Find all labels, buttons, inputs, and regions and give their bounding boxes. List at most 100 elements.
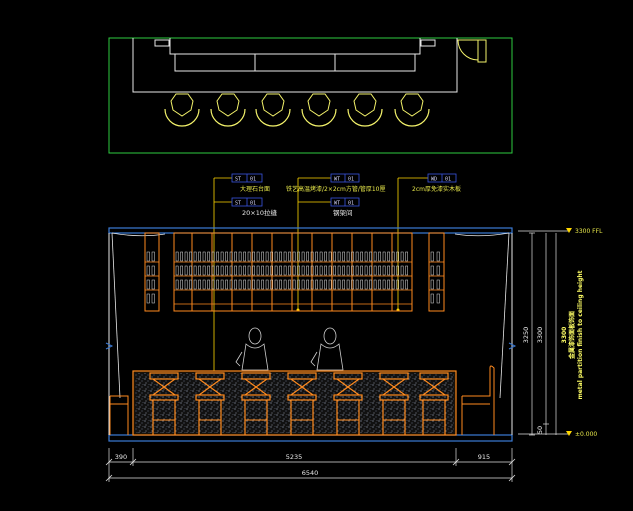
- bottle: [301, 265, 305, 276]
- dim-vertical: 50: [536, 426, 544, 434]
- bottle: [430, 279, 434, 290]
- bottle: [261, 251, 264, 262]
- bottle: [175, 265, 179, 276]
- bottle: [430, 251, 434, 262]
- dim-total: 6540: [302, 469, 319, 477]
- bottle: [247, 251, 251, 262]
- bottle: [151, 251, 155, 262]
- plan-stool-seat: [307, 93, 331, 117]
- plan-stool-back: [255, 108, 291, 127]
- bottle: [288, 279, 291, 290]
- bottle: [310, 265, 314, 276]
- stool-top: [195, 372, 225, 380]
- bottle: [405, 265, 408, 276]
- stool-top: [379, 372, 409, 380]
- bottle: [189, 279, 192, 290]
- stool-back-x: [422, 378, 446, 396]
- plan-stool-back: [347, 108, 383, 127]
- stool-seat: [333, 394, 363, 401]
- bottle: [256, 251, 260, 262]
- dim-vertical: 3300: [536, 327, 544, 344]
- bottle: [373, 251, 377, 262]
- callout-tag: ST 01: [231, 173, 263, 183]
- bottle: [274, 265, 278, 276]
- callout-tag: WT 01: [330, 197, 360, 207]
- bottle: [301, 251, 305, 262]
- bottle: [243, 265, 246, 276]
- stool-seat: [195, 394, 225, 401]
- plan-stool-back: [301, 108, 337, 127]
- stool-top: [419, 372, 449, 380]
- drape-right: [499, 232, 510, 399]
- shelf-bay: [144, 232, 160, 312]
- bottle: [252, 279, 255, 290]
- bottle: [346, 251, 350, 262]
- bottle: [382, 279, 386, 290]
- stool-seat: [241, 394, 271, 401]
- bottle: [288, 265, 291, 276]
- stool-seat: [149, 394, 179, 401]
- bottle: [373, 279, 377, 290]
- bottle: [216, 251, 219, 262]
- bottle: [387, 251, 390, 262]
- bottle: [270, 265, 273, 276]
- bottle: [333, 265, 336, 276]
- bottle: [373, 265, 377, 276]
- bottle: [175, 251, 179, 262]
- dim-segment: 915: [478, 453, 490, 461]
- break-mark: [105, 342, 114, 350]
- bottle: [151, 279, 155, 290]
- bottle: [319, 279, 323, 290]
- callout-text: 铁艺高温烤漆/2×2cm方管/管厚10厘: [286, 185, 385, 193]
- bottle: [279, 251, 282, 262]
- bottle: [301, 279, 305, 290]
- bottle: [247, 265, 251, 276]
- bottle: [391, 265, 395, 276]
- callout-text: 钢架间: [333, 209, 353, 217]
- plan-stool-seat: [216, 93, 240, 117]
- bottle: [297, 265, 300, 276]
- stool-back-x: [152, 378, 176, 396]
- bottle: [274, 279, 278, 290]
- stool-back-x: [244, 378, 268, 396]
- bottle: [180, 279, 183, 290]
- bottle: [279, 265, 282, 276]
- bottle: [193, 265, 197, 276]
- stool-top: [333, 372, 363, 380]
- stool-top: [287, 372, 317, 380]
- bottle: [430, 293, 434, 304]
- bottle: [234, 279, 237, 290]
- bottle: [436, 293, 440, 304]
- bottle: [238, 265, 242, 276]
- end-stool-right: [461, 365, 495, 435]
- bottle: [288, 251, 291, 262]
- bottle: [364, 279, 368, 290]
- bottle: [234, 251, 237, 262]
- plan-shelf-right: [420, 39, 436, 47]
- bottle: [396, 265, 399, 276]
- bottle: [211, 279, 215, 290]
- bottle: [265, 279, 269, 290]
- dim-vertical: 3300: [561, 327, 568, 344]
- bottle: [180, 251, 183, 262]
- plan-stool-back: [394, 108, 430, 127]
- shelf-bay: [391, 232, 413, 312]
- bottle: [220, 279, 224, 290]
- bottle: [198, 251, 201, 262]
- bottle: [400, 265, 404, 276]
- bottle: [369, 251, 372, 262]
- tag-num: 01: [348, 177, 354, 183]
- bottle: [387, 279, 390, 290]
- bottle: [400, 251, 404, 262]
- bottle: [346, 279, 350, 290]
- elevation-view: [105, 227, 517, 442]
- callout-text: 大理石台面: [240, 185, 270, 193]
- stool-back-x: [290, 378, 314, 396]
- tag-code: ST: [235, 201, 241, 207]
- bottle: [220, 265, 224, 276]
- floor-slab: [108, 434, 513, 442]
- bottle: [175, 279, 179, 290]
- shelf-bay: [191, 232, 213, 312]
- bottle: [252, 265, 255, 276]
